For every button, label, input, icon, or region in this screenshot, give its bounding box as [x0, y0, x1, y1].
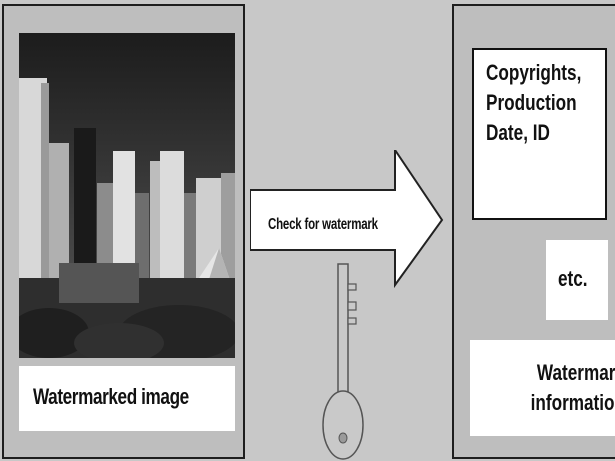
watermarked-image-caption-box: Watermarked image — [19, 366, 235, 431]
copyrights-production-date-id-text: Copyrights, Production Date, ID — [486, 60, 582, 145]
watermark-information-label: Watermark information — [530, 360, 615, 415]
watermark-information-caption-box: Watermark information — [470, 340, 615, 436]
right-arrow-icon — [250, 150, 444, 289]
key-icon — [322, 263, 364, 460]
etc-box: etc. — [546, 240, 608, 320]
info-text-box: Copyrights, Production Date, ID — [472, 48, 607, 220]
etc-label: etc. — [558, 266, 588, 291]
watermarked-image-label: Watermarked image — [33, 384, 189, 409]
city-skyline-photo — [19, 33, 235, 358]
check-for-watermark-label: Check for watermark — [268, 216, 378, 233]
